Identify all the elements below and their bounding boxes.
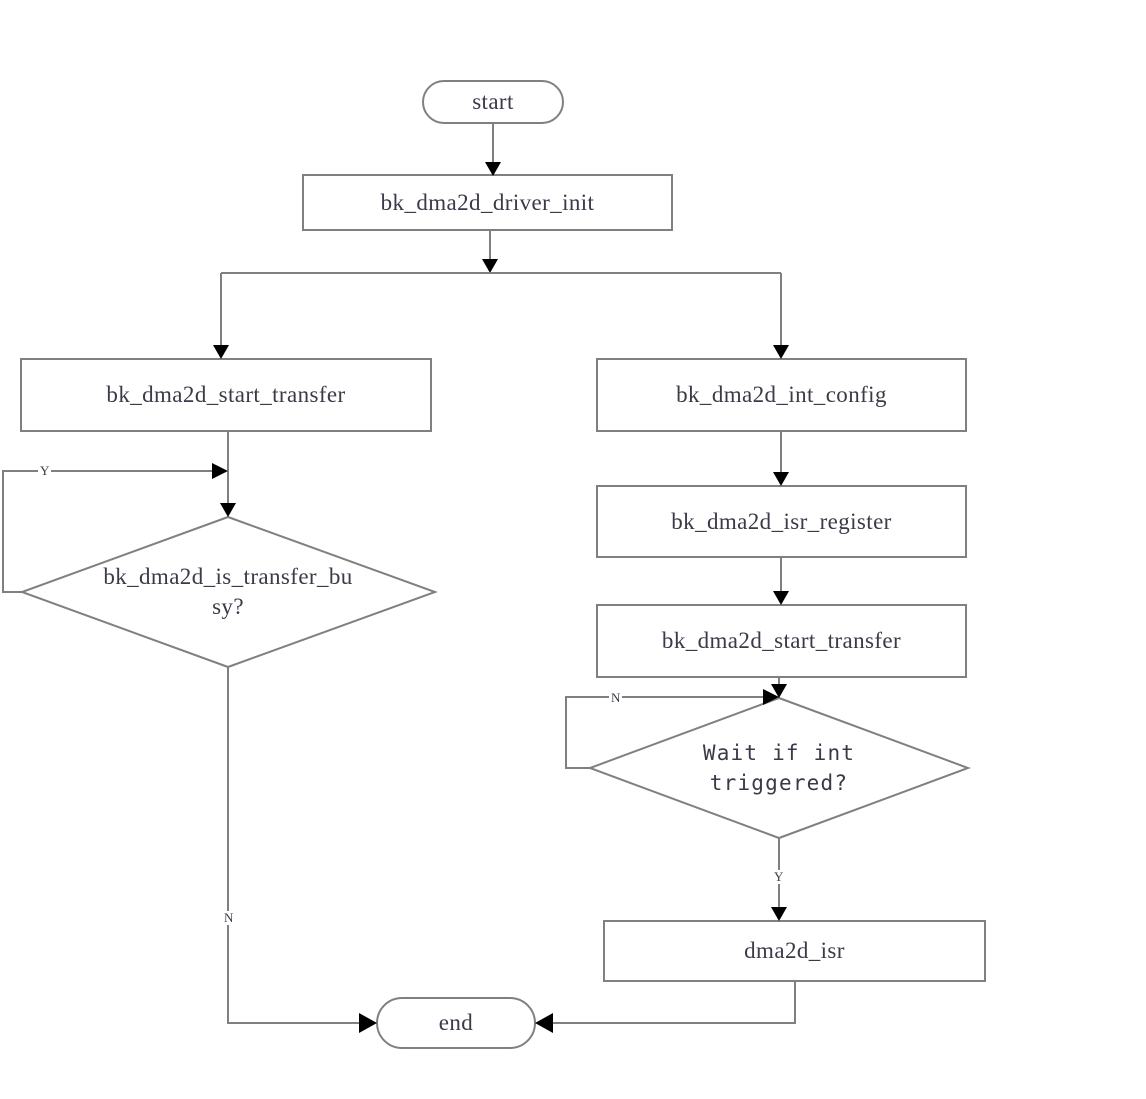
arrow-wait-no-loop — [763, 689, 779, 705]
arrow-start-to-driver-init — [485, 162, 501, 176]
node-shape-wait-if-int-triggered[interactable] — [587, 696, 971, 840]
arrow-bus-to-int-config — [773, 345, 789, 359]
edge-label-int-yes: Y — [772, 869, 786, 884]
node-shape-driver-init[interactable] — [302, 174, 673, 231]
node-shape-int-config[interactable] — [596, 358, 967, 432]
arrow-busy-yes-loop — [212, 463, 228, 479]
edge-label-busy-no: N — [222, 910, 236, 925]
arrow-busy-no-to-end — [359, 1013, 377, 1033]
arrow-right-start-transfer-to-wait — [771, 684, 787, 698]
edge-label-int-no: N — [609, 690, 623, 705]
node-shape-is-transfer-busy[interactable] — [19, 515, 438, 669]
node-shape-right-start-transfer[interactable] — [596, 604, 967, 678]
edge-wait-no-loop — [565, 696, 766, 769]
edge-dma2d-isr-to-end — [549, 981, 796, 1024]
edge-label-busy-yes: Y — [38, 463, 52, 478]
arrow-isr-register-to-right-start-transfer — [773, 591, 789, 605]
arrow-wait-yes-to-dma2d-isr — [771, 907, 787, 921]
arrow-left-start-transfer-to-busy — [220, 503, 236, 517]
node-shape-isr-register[interactable] — [596, 485, 967, 558]
edge-busy-no-to-end — [227, 667, 363, 1024]
node-shape-end[interactable] — [376, 997, 536, 1049]
node-shape-left-start-transfer[interactable] — [20, 358, 432, 432]
node-shape-dma2d-isr[interactable] — [603, 920, 986, 982]
arrow-bus-to-left-start-transfer — [213, 345, 229, 359]
arrow-int-config-to-isr-register — [773, 472, 789, 486]
arrow-driver-init-to-bus — [482, 259, 498, 273]
arrow-dma2d-isr-to-end — [535, 1013, 553, 1033]
node-shape-start[interactable] — [422, 80, 564, 124]
edge-busy-yes-loop — [2, 470, 215, 593]
